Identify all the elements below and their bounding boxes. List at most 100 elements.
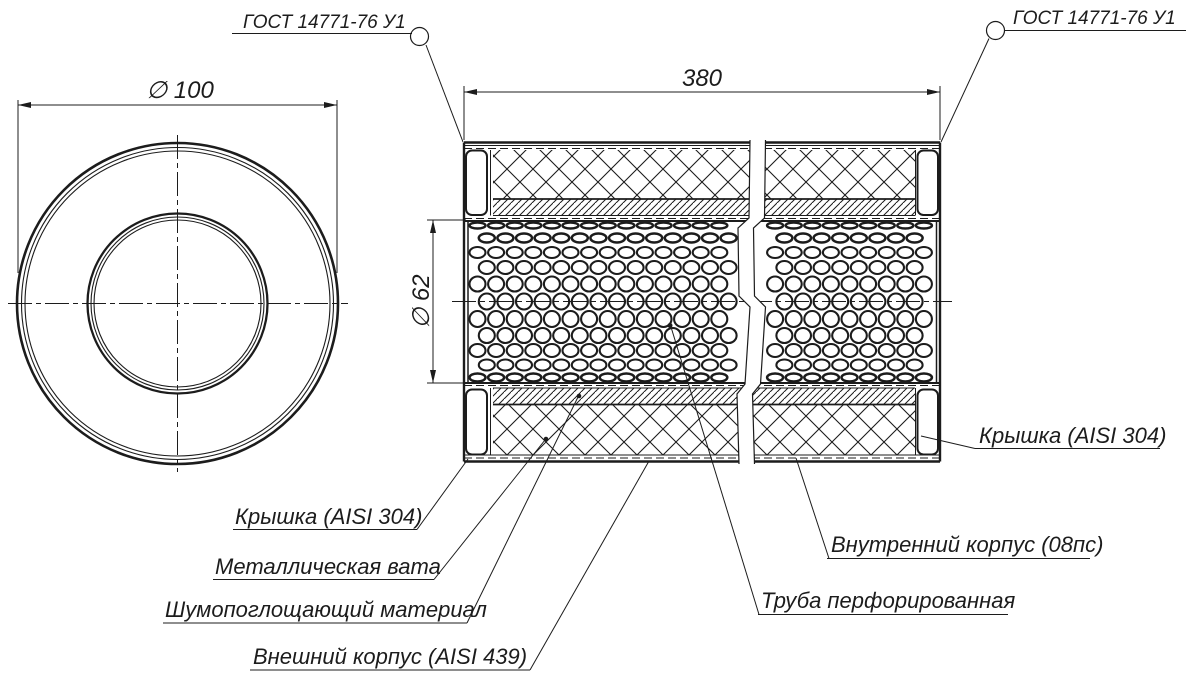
perforation-hole (710, 275, 729, 293)
perforation-hole (589, 259, 608, 276)
perforation-hole (821, 309, 840, 329)
dimension-tube-diameter: ∅ 62 (408, 219, 466, 384)
perforation-hole (580, 309, 599, 329)
metal-wool-bottom-hatch (493, 404, 915, 455)
sound-absorber-top-hatch (493, 199, 915, 216)
front-view: ∅ 100 (8, 77, 348, 472)
perforation-hole (868, 326, 887, 345)
perforation-hole (617, 245, 636, 260)
perforation-hole (644, 232, 664, 244)
perforation-hole (552, 259, 571, 276)
perforation-hole (635, 372, 655, 383)
weld-symbol-circle-right (985, 20, 1006, 41)
perforation-hole (803, 372, 822, 383)
callout-cap-left: Крышка (AISI 304) (233, 458, 469, 530)
leader-dot (543, 436, 549, 442)
perforation-hole (533, 259, 552, 276)
perforation-hole (514, 358, 534, 372)
perforation-hole (570, 259, 589, 276)
perforation-hole (840, 309, 859, 329)
right-cap-top-section (916, 149, 939, 216)
perforation-hole (561, 309, 580, 329)
weld-note-left-text: ГОСТ 14771-76 У1 (243, 12, 406, 33)
perforation-hole (682, 358, 701, 372)
perforation-hole (896, 221, 915, 230)
dimension-outer-diameter: ∅ 100 (17, 77, 338, 273)
perforation-hole (654, 221, 673, 230)
perforation-hole (877, 342, 896, 359)
perforation-hole (505, 372, 524, 383)
perforation-hole (542, 245, 561, 260)
weld-symbol-circle-left (409, 26, 430, 47)
perforation-hole (626, 232, 645, 244)
perforation-hole (803, 309, 822, 329)
perforation-hole (691, 342, 710, 359)
perforation-hole (682, 326, 701, 345)
perforation-hole (803, 245, 822, 260)
perforation-hole (589, 326, 608, 345)
metal-wool-top-hatch (493, 150, 915, 199)
perforation-hole (840, 342, 859, 359)
cap-right-label: Крышка (AISI 304) (979, 423, 1166, 448)
perforation-hole (905, 259, 924, 276)
perforation-hole (803, 275, 822, 293)
perforation-hole (654, 275, 673, 293)
perforation-hole (766, 245, 785, 260)
perforation-hole (542, 342, 561, 359)
perforation-hole (821, 245, 840, 260)
perforation-hole (719, 358, 738, 372)
perforation-hole (505, 309, 524, 329)
perforation-hole (524, 245, 543, 260)
perforation-hole (914, 309, 933, 329)
perforation-hole (514, 232, 534, 244)
perforation-hole (896, 245, 915, 260)
perforation-hole (561, 342, 580, 359)
perforation-hole (487, 245, 506, 260)
perforation-hole (691, 221, 710, 230)
perforation-hole (626, 259, 645, 276)
perforation-hole (803, 221, 822, 230)
perforation-hole (896, 309, 915, 329)
perforation-hole (765, 372, 785, 383)
perforation-hole (877, 372, 896, 383)
perforation-hole (784, 245, 803, 260)
perforation-hole (487, 342, 506, 359)
perforation-hole (710, 245, 729, 260)
leader-dot (576, 393, 582, 399)
perforation-hole (617, 342, 636, 359)
perforation-hole (505, 275, 524, 293)
perforation-hole (468, 245, 487, 260)
perforation-hole (542, 372, 562, 383)
outer-diameter-value: ∅ 100 (146, 77, 214, 104)
perforation-hole (877, 275, 896, 293)
perforation-hole (859, 342, 878, 359)
perforation-hole (673, 342, 692, 359)
perforation-hole (607, 259, 627, 276)
perforation-hole (542, 221, 562, 230)
perforation-hole (821, 372, 841, 383)
perforation-hole (914, 372, 934, 383)
perforation-hole (896, 372, 915, 383)
perforation-hole (589, 232, 608, 244)
perforation-hole (766, 309, 785, 329)
perforation-hole (570, 232, 590, 244)
perforation-hole (886, 259, 906, 276)
perforation-hole (505, 245, 524, 260)
perforation-hole (840, 245, 859, 260)
perforation-hole (877, 221, 896, 230)
perforation-hole (561, 275, 580, 293)
perforation-hole (589, 358, 608, 372)
perforation-hole (673, 275, 692, 293)
perforation-hole (570, 358, 589, 372)
perforation-hole (886, 358, 906, 372)
perforation-hole (784, 275, 803, 293)
perforation-hole (766, 342, 785, 359)
outer-shell-label: Внешний корпус (AISI 439) (253, 644, 527, 669)
perforation-hole (487, 275, 506, 293)
perforation-hole (635, 309, 654, 329)
perforation-hole (598, 309, 617, 329)
perforation-hole (598, 275, 617, 293)
perforation-hole (524, 372, 543, 383)
perforation-hole (617, 275, 636, 293)
